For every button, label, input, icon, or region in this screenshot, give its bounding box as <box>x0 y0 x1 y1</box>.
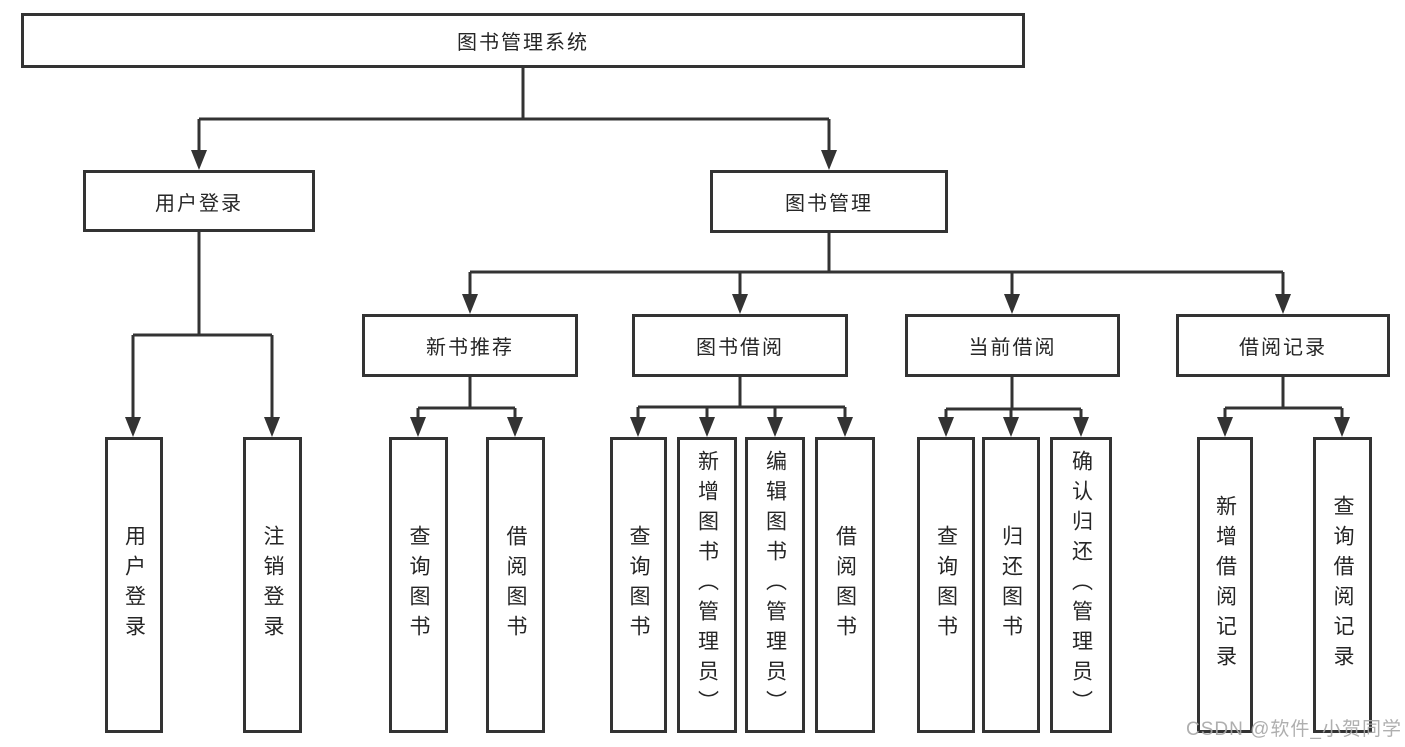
leaf-add-borrow-record-label: 新增借阅记录 <box>1213 495 1237 675</box>
leaf-edit-book-admin: 编辑图书（管理员） <box>745 437 805 733</box>
leaf-query-borrow-record: 查询借阅记录 <box>1313 437 1372 733</box>
connector-current-borrowing <box>944 377 1083 421</box>
node-library-system-label: 图书管理系统 <box>457 32 589 54</box>
node-library-system: 图书管理系统 <box>21 13 1025 68</box>
leaf-logout-label: 注销登录 <box>261 525 284 645</box>
leaf-query-books-current: 查询图书 <box>917 437 975 733</box>
node-borrow-records-label: 借阅记录 <box>1239 337 1327 359</box>
leaf-borrow-books-borrowing: 借阅图书 <box>815 437 875 733</box>
leaf-return-books-label: 归还图书 <box>999 525 1023 645</box>
leaf-query-books-recommend-label: 查询图书 <box>407 525 430 645</box>
node-current-borrowing-label: 当前借阅 <box>968 337 1057 359</box>
leaf-edit-book-admin-label: 编辑图书（管理员） <box>763 450 787 720</box>
leaf-confirm-return-admin-label: 确认归还（管理员） <box>1069 450 1093 720</box>
leaf-query-borrow-record-label: 查询借阅记录 <box>1331 495 1354 675</box>
leaf-query-books-current-label: 查询图书 <box>934 525 958 645</box>
node-book-management-label: 图书管理 <box>785 193 873 215</box>
leaf-borrow-books-recommend-label: 借阅图书 <box>504 525 527 645</box>
connector-new-book-recommend <box>416 377 517 421</box>
node-book-borrowing: 图书借阅 <box>632 314 848 377</box>
leaf-query-books-borrowing: 查询图书 <box>610 437 667 733</box>
leaf-user-login-label: 用户登录 <box>122 525 146 645</box>
connector-book-borrowing <box>636 377 847 421</box>
connector-root <box>197 68 831 154</box>
connector-book-management <box>468 233 1285 298</box>
node-current-borrowing: 当前借阅 <box>905 314 1120 377</box>
leaf-query-books-recommend: 查询图书 <box>389 437 448 733</box>
csdn-watermark: CSDN @软件_小贺同学 <box>1186 719 1402 740</box>
connector-borrow-records <box>1223 377 1344 421</box>
leaf-user-login: 用户登录 <box>105 437 163 733</box>
node-user-login-label: 用户登录 <box>155 192 243 215</box>
leaf-add-borrow-record: 新增借阅记录 <box>1197 437 1253 733</box>
leaf-logout: 注销登录 <box>243 437 302 733</box>
node-new-book-recommend-label: 新书推荐 <box>426 337 514 359</box>
leaf-add-book-admin-label: 新增图书（管理员） <box>695 450 719 720</box>
leaf-confirm-return-admin: 确认归还（管理员） <box>1050 437 1112 733</box>
node-book-borrowing-label: 图书借阅 <box>696 337 784 359</box>
leaf-return-books: 归还图书 <box>982 437 1040 733</box>
leaf-query-books-borrowing-label: 查询图书 <box>627 525 650 645</box>
node-book-management: 图书管理 <box>710 170 948 233</box>
node-borrow-records: 借阅记录 <box>1176 314 1390 377</box>
leaf-borrow-books-borrowing-label: 借阅图书 <box>833 525 857 645</box>
leaf-add-book-admin: 新增图书（管理员） <box>677 437 737 733</box>
leaf-borrow-books-recommend: 借阅图书 <box>486 437 545 733</box>
node-new-book-recommend: 新书推荐 <box>362 314 578 377</box>
connector-user-login <box>131 232 274 421</box>
node-user-login: 用户登录 <box>83 170 315 232</box>
